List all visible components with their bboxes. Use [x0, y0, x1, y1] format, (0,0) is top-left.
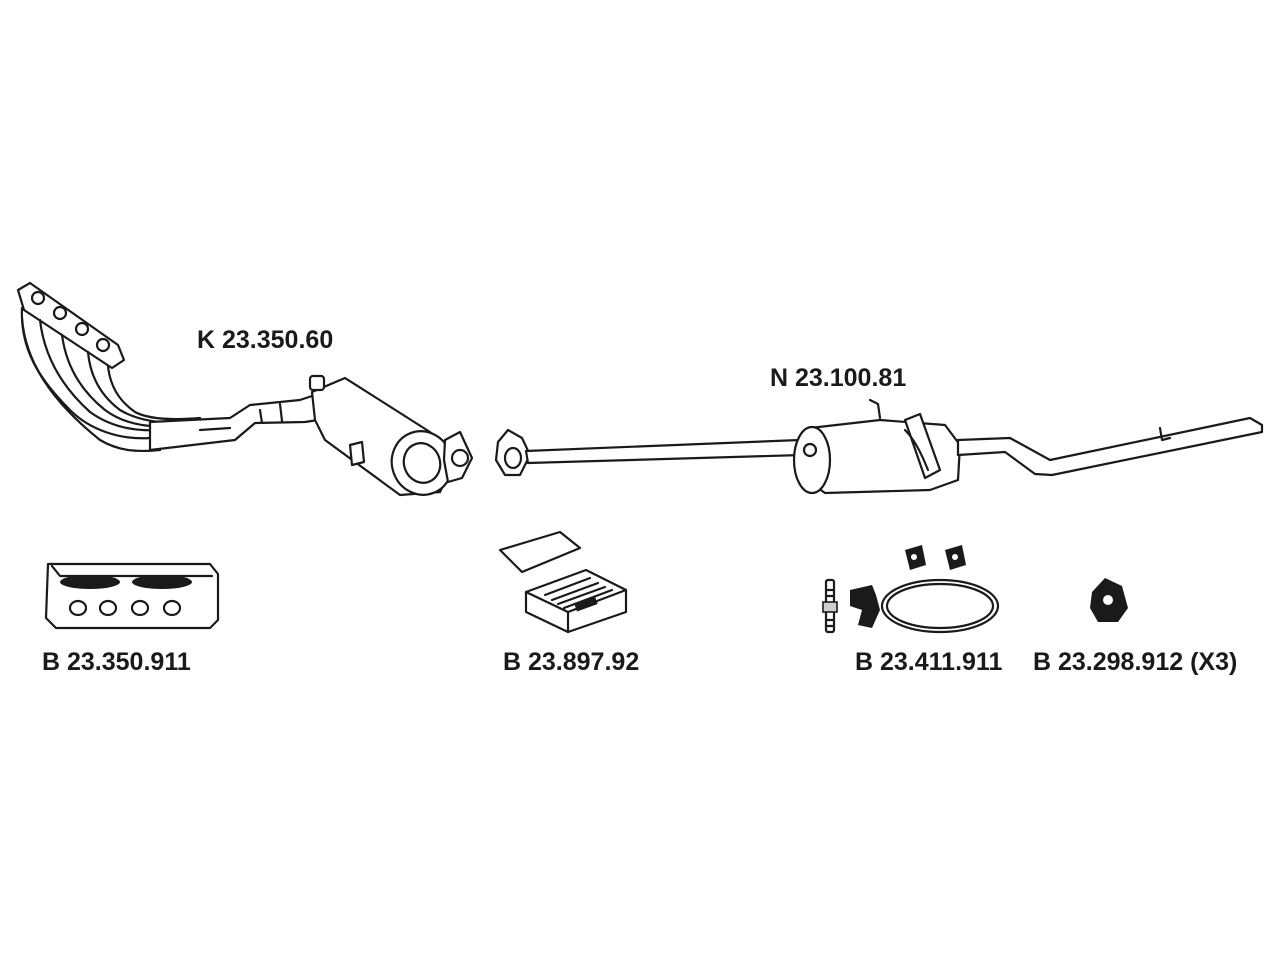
clamp-kit [822, 545, 1000, 634]
manifold-gasket [44, 562, 220, 630]
label-middle-rear-silencer: N 23.100.81 [770, 364, 907, 392]
label-manifold-gasket: B 23.350.911 [42, 648, 191, 676]
rubber-mount [1090, 578, 1128, 622]
middle-rear-silencer [494, 398, 1264, 495]
label-rubber-mount: B 23.298.912 (X3) [1033, 648, 1238, 676]
label-mounting-kit: B 23.897.92 [503, 648, 640, 676]
exhaust-manifold-catalyst [16, 281, 474, 497]
label-clamp-kit: B 23.411.911 [855, 648, 1003, 676]
label-manifold-catalyst: K 23.350.60 [197, 326, 334, 354]
mounting-kit-box [498, 530, 628, 634]
